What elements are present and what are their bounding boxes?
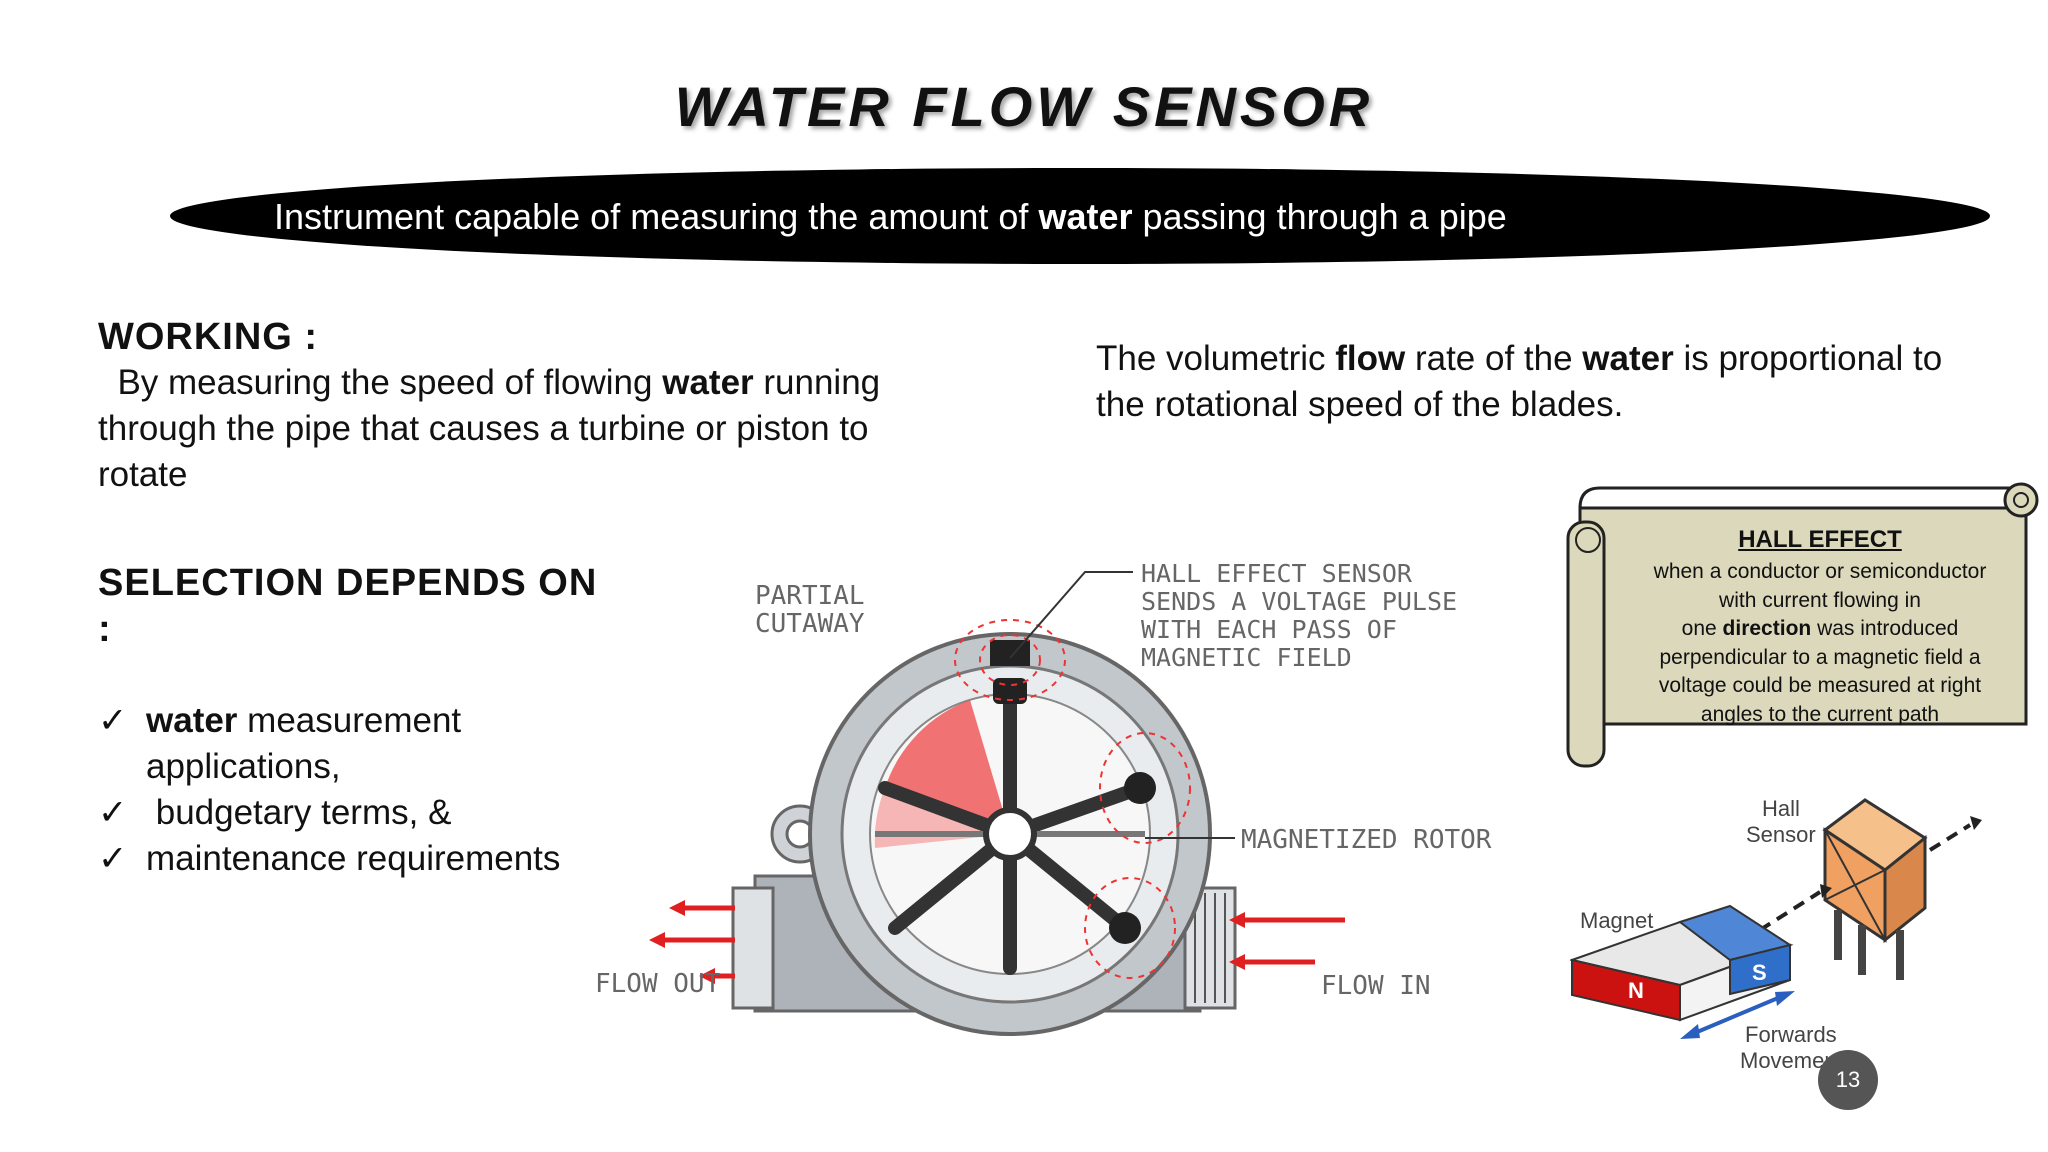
pole-n-label: N [1628, 978, 1644, 1003]
forwards-arrow [1689, 993, 1786, 1037]
partial-cutaway-label: CUTAWAY [755, 609, 865, 639]
sensor-pins [1834, 910, 1904, 980]
selection-heading: SELECTION DEPENDS ON : [98, 562, 598, 650]
scroll-roll [1566, 520, 1606, 768]
flow-sensor-diagram: PARTIAL CUTAWAY HALL EFFECT SENSOR SENDS… [595, 559, 1492, 1036]
rotor-hub [983, 807, 1037, 861]
flow-in-label: FLOW IN [1321, 971, 1431, 1001]
hall-sensor-label: SENDS A VOLTAGE PULSE [1141, 587, 1457, 616]
working-heading: WORKING : [98, 316, 319, 358]
hall-effect-scroll [1566, 482, 2039, 768]
working-text: By measuring the speed of flowing water … [98, 363, 890, 494]
page-title: WATER FLOW SENSOR [674, 75, 1374, 138]
flow-out-label: FLOW OUT [595, 969, 721, 999]
flow-rate-text: The volumetric flow rate of the water is… [1096, 339, 1943, 424]
magnet-south [1729, 943, 1791, 996]
hall-sensor-diagram: N S Hall Sensor Magnet Forwards Movement [1570, 796, 1982, 1073]
partial-cutaway-label: PARTIAL [755, 581, 865, 611]
flow-shading [885, 700, 1010, 834]
selection-list: ✓water measurement applications, ✓ budge… [98, 698, 618, 882]
list-item: ✓maintenance requirements [98, 836, 618, 882]
check-icon: ✓ [98, 793, 128, 832]
pole-s-label: S [1752, 960, 1767, 985]
page-number: 13 [1818, 1050, 1878, 1110]
hall-sensor-label: HALL EFFECT SENSOR [1141, 559, 1413, 588]
hall-effect-title: HALL EFFECT [1738, 526, 1902, 553]
hall-sensor-label: WITH EACH PASS OF [1141, 615, 1397, 644]
hall-sensor-chip [990, 640, 1030, 666]
list-item: ✓ budgetary terms, & [98, 790, 618, 836]
check-icon: ✓ [98, 701, 128, 740]
magnet-text: Magnet [1580, 908, 1653, 933]
check-icon: ✓ [98, 839, 128, 878]
outlet-pipe [731, 886, 775, 1010]
flow-arrows [665, 905, 1345, 979]
hall-sensor-text: Sensor [1746, 822, 1816, 847]
hall-sensor-text: Hall [1762, 796, 1800, 821]
leader-lines [1009, 571, 1235, 839]
banner-text: Instrument capable of measuring the amou… [274, 196, 1507, 237]
hall-effect-text: when a conductor or semiconductor with c… [1653, 560, 1987, 726]
banner-ellipse [170, 168, 1990, 264]
forwards-text: Forwards [1745, 1022, 1837, 1047]
rotor-magnets [993, 678, 1156, 944]
inlet-pipe [1183, 886, 1237, 1010]
magnetized-rotor-label: MAGNETIZED ROTOR [1241, 825, 1492, 855]
list-item: ✓water measurement applications, [98, 698, 618, 790]
magnetic-field-lines [954, 619, 1191, 979]
hall-sensor-label: MAGNETIC FIELD [1141, 643, 1352, 672]
